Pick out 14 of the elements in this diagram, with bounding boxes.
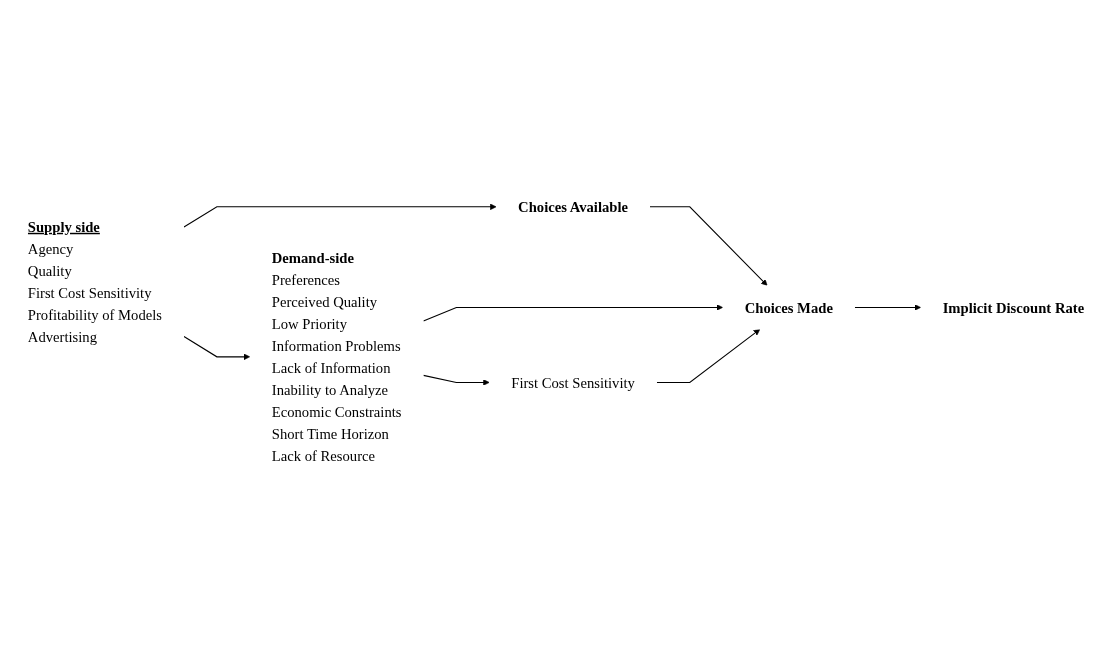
arrow <box>649 206 768 286</box>
arrow <box>183 203 497 228</box>
node-text: Demand-side Preferences Perceived Quality Low Priority Information Problems Lack of Information Inability to Analyze Economic Constraints Short Time Horizon Lack of Resource <box>271 249 402 464</box>
node-text: First Cost Sensitivity <box>511 374 635 391</box>
node-text: Choices Available <box>518 198 629 215</box>
arrow <box>183 335 251 360</box>
arrow <box>422 304 723 322</box>
arrow <box>422 374 490 386</box>
node-text: Choices Made <box>744 299 833 316</box>
node-text: Supply side Agency Quality First Cost Sensitivity Profitability of Models Advertising <box>27 218 163 345</box>
arrow <box>656 328 761 383</box>
flow-diagram: Supply side Agency Quality First Cost Sensitivity Profitability of Models Advertising Demand-side Preferences Perceived Quality Low Priority Information Problems Lack of Information Inability to Analyze Economic Constraints Short Time Horizon Lack of Resource Choices Available Choices Made First Cost Sensitivity Implicit Discount Rate <box>0 178 1112 484</box>
node-text: Implicit Discount Rate <box>942 299 1085 316</box>
arrow <box>854 304 921 311</box>
